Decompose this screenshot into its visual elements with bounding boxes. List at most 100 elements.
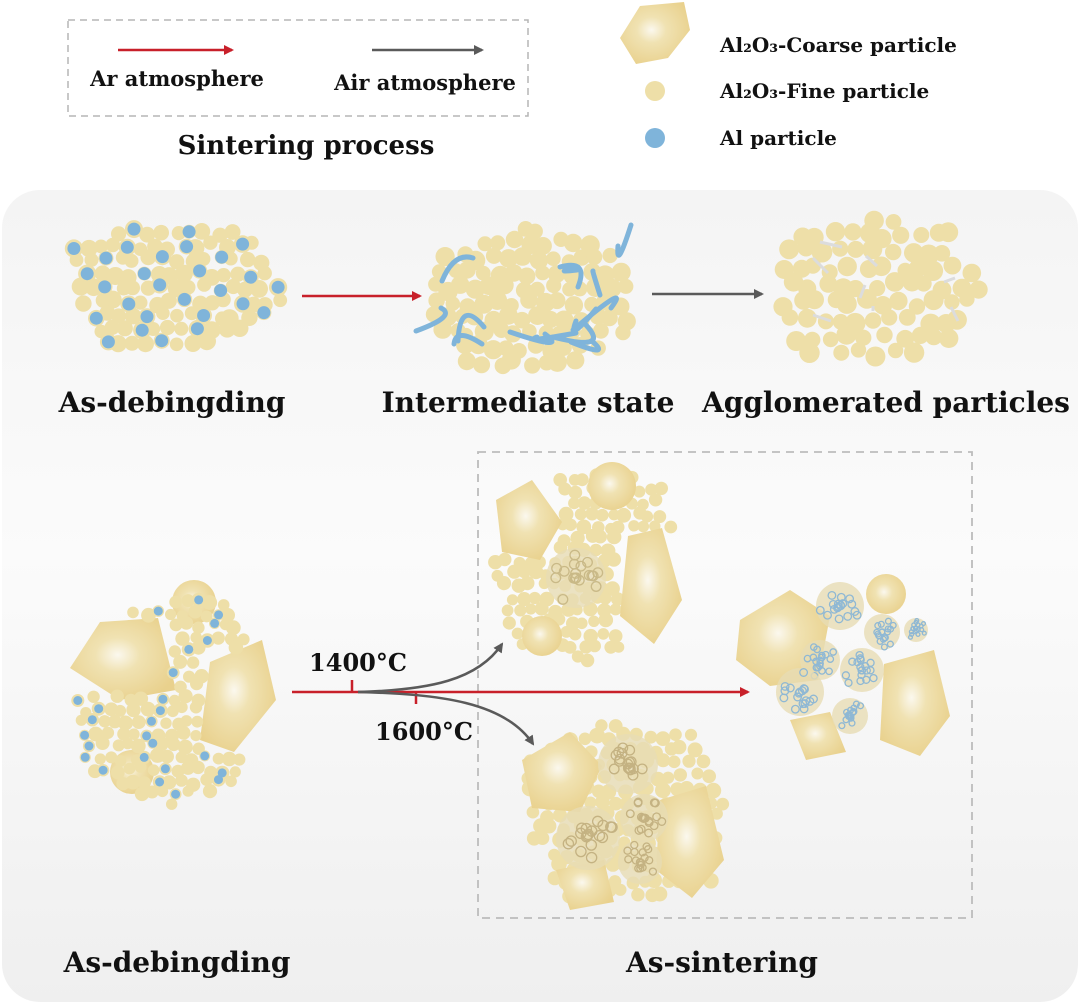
- fine-particle: [576, 519, 592, 535]
- fine-particle: [180, 280, 196, 295]
- sintered-cluster-al: [799, 668, 809, 677]
- fine-particle: [609, 603, 622, 616]
- fine-particle: [566, 351, 585, 370]
- fine-particle: [175, 701, 188, 714]
- fine-particle: [933, 245, 951, 262]
- al-particle: [214, 775, 223, 785]
- al-particle: [84, 741, 94, 751]
- fine-particle: [189, 701, 203, 714]
- fine-particle: [593, 322, 609, 339]
- fine-particle: [457, 352, 476, 371]
- fine-particle: [133, 691, 149, 706]
- fine-particle: [837, 256, 857, 277]
- fine-particle: [193, 223, 211, 240]
- label-intermediate-state: Intermediate state: [382, 386, 675, 419]
- sintered-cluster-al: [829, 648, 838, 656]
- al-particle: [193, 264, 207, 278]
- fine-particle: [923, 290, 944, 311]
- label-as-debingding-bottom: As-debingding: [63, 946, 291, 979]
- fine-particle: [628, 520, 640, 532]
- cluster-sintered-1400: [488, 462, 682, 668]
- sintered-cluster-al: [884, 625, 892, 633]
- fine-particle: [212, 752, 225, 765]
- sintered-cluster-al: [780, 681, 790, 691]
- fine-particle: [103, 290, 122, 309]
- al-particle: [155, 777, 165, 787]
- fine-particle: [240, 251, 256, 268]
- fine-particle: [564, 518, 577, 531]
- sintered-cluster-al: [844, 678, 853, 687]
- fine-particle: [613, 641, 625, 653]
- fine-particle: [231, 319, 249, 337]
- al-melt-network: [615, 222, 634, 258]
- fine-particle: [604, 640, 618, 654]
- fine-particle: [125, 308, 142, 325]
- fine-particle: [667, 755, 681, 769]
- al-melt-network: [455, 312, 487, 344]
- fine-particle: [799, 342, 820, 363]
- fine-particle: [137, 335, 154, 353]
- fine-particle: [191, 760, 205, 775]
- fine-particle: [652, 886, 668, 902]
- fine-particle: [564, 296, 584, 315]
- al-melt-network: [557, 262, 584, 290]
- fine-particle: [156, 785, 169, 798]
- al-particle: [244, 270, 258, 284]
- fine-particle: [705, 782, 722, 799]
- ar-atmosphere-label: Ar atmosphere: [89, 66, 264, 91]
- fine-particle-label: Al₂O₃-Fine particle: [719, 79, 929, 103]
- sintering-process-title: Sintering process: [178, 131, 435, 161]
- fine-particle: [225, 775, 237, 788]
- fine-particle: [233, 753, 246, 766]
- fine-particle: [847, 240, 865, 258]
- fine-particle: [640, 510, 654, 523]
- fine-particle: [602, 247, 618, 264]
- fine-particle: [682, 754, 696, 768]
- sintered-cluster: [638, 848, 647, 857]
- sintered-cluster: [634, 825, 644, 835]
- fine-particle: [525, 603, 537, 615]
- fine-particle: [137, 776, 151, 790]
- fine-particle: [811, 241, 833, 263]
- sintered-cluster: [624, 756, 636, 768]
- sintered-cluster: [644, 828, 654, 838]
- fine-particle: [160, 292, 177, 309]
- fine-particle: [511, 627, 524, 640]
- fine-particle: [687, 742, 703, 758]
- fine-particle: [597, 628, 610, 640]
- sintered-cluster-al: [886, 640, 894, 648]
- fine-particle: [611, 262, 631, 282]
- sintered-cluster: [590, 581, 602, 592]
- sintered-cluster-al: [809, 653, 818, 662]
- sintered-cluster-al: [780, 686, 790, 696]
- fine-particle: [222, 751, 237, 767]
- sintered-cluster: [645, 856, 654, 865]
- sintered-cluster-al: [889, 621, 897, 629]
- sintered-cluster-al: [833, 599, 843, 609]
- fine-particle: [896, 329, 915, 348]
- fine-particle: [499, 249, 518, 268]
- fine-particle: [126, 702, 141, 718]
- sintered-cluster: [648, 867, 658, 876]
- fine-particle: [568, 497, 581, 510]
- fine-particle: [111, 308, 127, 324]
- fine-particle: [862, 239, 883, 260]
- fine-particle: [250, 280, 268, 298]
- sintered-cluster: [657, 817, 667, 826]
- fine-particle: [435, 247, 455, 267]
- al-particle: [168, 668, 178, 678]
- fine-particle: [595, 794, 610, 810]
- fine-particle: [564, 233, 583, 253]
- fine-particle: [220, 608, 235, 623]
- sintered-cluster: [624, 855, 633, 864]
- fine-particle: [583, 628, 598, 644]
- sintered-cluster-al: [877, 620, 885, 628]
- fine-particle: [101, 726, 115, 739]
- fine-particle: [526, 805, 540, 819]
- fine-particle: [479, 276, 499, 296]
- sintered-cluster-al: [790, 704, 800, 714]
- fine-particle: [609, 796, 623, 811]
- al-particle: [160, 764, 170, 774]
- fine-particle: [169, 337, 184, 352]
- sintered-cluster-al: [921, 630, 927, 636]
